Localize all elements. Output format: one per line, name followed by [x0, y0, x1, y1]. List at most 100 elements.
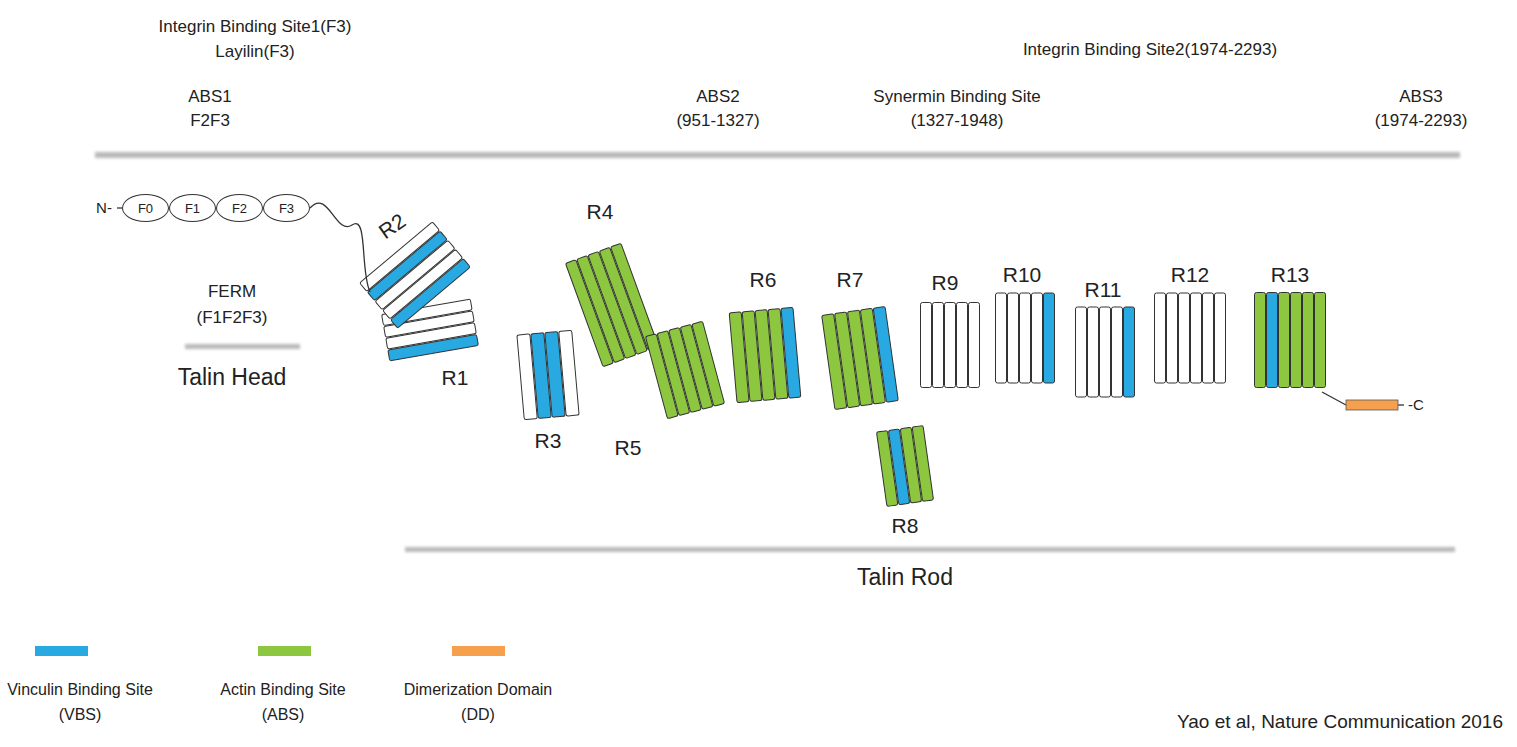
citation: Yao et al, Nature Communication 2016	[1177, 711, 1503, 734]
binding-site-label: ABS1	[188, 87, 231, 107]
domain-name: R7	[837, 267, 864, 292]
gray-bar	[185, 344, 300, 349]
binding-site-label: F2F3	[190, 111, 230, 131]
helix	[969, 303, 980, 388]
helix	[1179, 293, 1190, 383]
domain-label: F2	[232, 201, 247, 216]
helix	[1020, 293, 1031, 383]
helix	[921, 303, 932, 388]
domain-name: R13	[1271, 262, 1310, 287]
domain-name: R10	[1003, 262, 1042, 287]
binding-site-label: Synermin Binding Site	[873, 87, 1040, 107]
ferm-subdomain: F2	[216, 194, 263, 222]
helix	[1167, 293, 1178, 383]
linker-line	[310, 203, 370, 292]
domain-name: R5	[615, 435, 642, 460]
region-label: Talin Rod	[857, 564, 953, 592]
domain-name: R12	[1171, 262, 1210, 287]
binding-site-label: Layilin(F3)	[215, 42, 294, 62]
domain-name: R9	[932, 270, 959, 295]
helix-bundle	[877, 426, 934, 507]
domain-name: R6	[750, 267, 777, 292]
helix-bundle	[729, 307, 801, 402]
helix	[1124, 307, 1135, 397]
helix	[1267, 293, 1278, 388]
domain-name: R3	[535, 428, 562, 453]
helix-bundle	[1155, 293, 1226, 383]
gray-bar	[405, 547, 1455, 552]
legend-swatch	[452, 646, 505, 656]
helix-bundle	[822, 307, 899, 410]
region-label: Talin Head	[178, 364, 287, 392]
helix-bundle	[565, 243, 658, 367]
helix-bundle	[646, 321, 725, 418]
domain-name: R1	[442, 365, 469, 390]
legend-label: Dimerization Domain (DD)	[397, 678, 559, 728]
residue-range: (951-1327)	[676, 111, 759, 131]
linker-line	[1322, 392, 1346, 405]
helix	[1315, 293, 1326, 388]
helix	[933, 303, 944, 388]
domain-label: F0	[138, 201, 153, 216]
residue-range: (1327-1948)	[911, 111, 1004, 131]
ferm-subdomain: F1	[169, 194, 216, 222]
helix	[1100, 307, 1111, 397]
legend-label: Vinculin Binding Site (VBS)	[0, 678, 160, 728]
terminus-label: -C	[1408, 396, 1424, 414]
region-label: FERM	[208, 282, 256, 302]
domain-label: F1	[185, 201, 200, 216]
helix	[1303, 293, 1314, 388]
legend-swatch	[35, 646, 88, 656]
domain-name: R8	[892, 513, 919, 538]
legend-label: Actin Binding Site (ABS)	[211, 678, 356, 728]
linker-line	[1398, 404, 1404, 405]
helix	[1008, 293, 1019, 383]
helix	[1155, 293, 1166, 383]
helix	[996, 293, 1007, 383]
helix	[1291, 293, 1302, 388]
gray-bar	[95, 152, 1460, 158]
helix-bundle	[360, 222, 471, 328]
helix	[873, 307, 898, 403]
helix	[945, 303, 956, 388]
helix	[1191, 293, 1202, 383]
helix	[559, 330, 579, 416]
helix-bundle	[1076, 307, 1135, 397]
binding-site-label: Integrin Binding Site2(1974-2293)	[1023, 40, 1277, 60]
helix	[391, 259, 471, 328]
helix	[1076, 307, 1087, 397]
region-label: (F1F2F3)	[197, 308, 268, 328]
helix-bundle	[1255, 293, 1326, 388]
dimerization-domain	[1346, 400, 1398, 410]
helix-bundle	[996, 293, 1055, 383]
helix	[388, 334, 479, 360]
domain-name: R2	[374, 208, 410, 244]
binding-site-label: ABS2	[696, 87, 739, 107]
ferm-subdomain: F3	[263, 194, 310, 222]
binding-site-label: ABS3	[1399, 87, 1442, 107]
helix	[1088, 307, 1099, 397]
terminus-label: N-	[96, 199, 112, 217]
helix	[1279, 293, 1290, 388]
helix	[692, 321, 725, 406]
domain-name: R11	[1085, 277, 1122, 302]
helix	[1203, 293, 1214, 383]
domain-label: F3	[279, 201, 294, 216]
domain-name: R4	[587, 199, 614, 224]
helix	[1044, 293, 1055, 383]
helix-bundle	[921, 303, 980, 388]
helix	[1032, 293, 1043, 383]
helix	[781, 307, 801, 398]
helix	[1112, 307, 1123, 397]
legend-swatch	[258, 646, 311, 656]
helix	[912, 426, 933, 502]
helix	[1255, 293, 1266, 388]
helix	[1215, 293, 1226, 383]
helix	[611, 243, 659, 350]
helix-bundle	[517, 330, 579, 419]
residue-range: (1974-2293)	[1375, 111, 1468, 131]
helix	[957, 303, 968, 388]
binding-site-label: Integrin Binding Site1(F3)	[159, 17, 352, 37]
ferm-subdomain: F0	[122, 194, 169, 222]
